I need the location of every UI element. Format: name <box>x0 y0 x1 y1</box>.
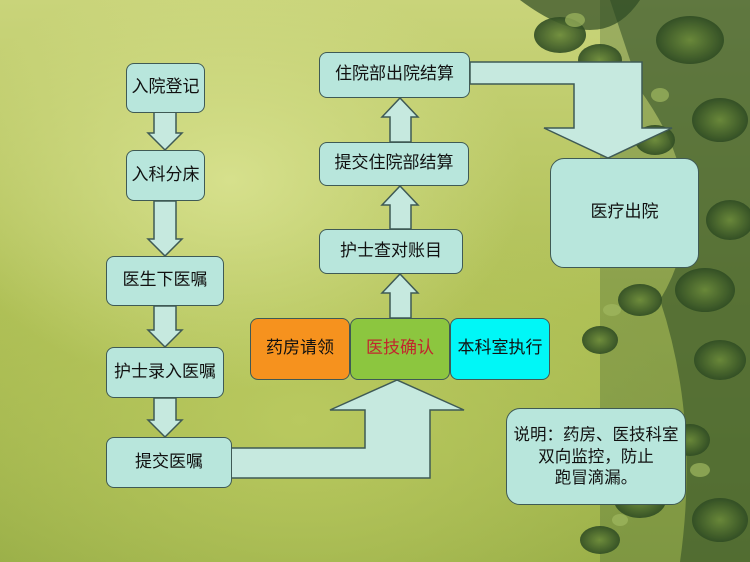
box-dept-execute: 本科室执行 <box>450 318 550 380</box>
arrow-down-4 <box>146 397 184 439</box>
box-tech-confirm: 医技确认 <box>350 318 450 380</box>
arrow-settlement-to-discharge <box>469 61 673 159</box>
box-nurse-entry: 护士录入医嘱 <box>106 347 224 398</box>
arrow-down-3 <box>146 305 184 349</box>
box-admission: 入院登记 <box>126 63 205 113</box>
box-submit-settlement: 提交住院部结算 <box>319 142 469 186</box>
arrow-up-1 <box>380 272 420 319</box>
box-doctor-order: 医生下医嘱 <box>106 256 224 306</box>
box-submit-order: 提交医嘱 <box>106 437 232 488</box>
box-discharge-settlement: 住院部出院结算 <box>319 52 470 98</box>
box-pharmacy-request: 药房请领 <box>250 318 350 380</box>
box-discharge: 医疗出院 <box>550 158 699 268</box>
arrow-up-2 <box>380 184 420 230</box>
box-nurse-check: 护士查对账目 <box>319 229 463 274</box>
box-bed-assignment: 入科分床 <box>126 150 205 201</box>
arrow-up-3 <box>380 96 420 143</box>
note-box: 说明：药房、医技科室 双向监控，防止 跑冒滴漏。 <box>506 408 686 505</box>
arrow-down-2 <box>146 200 184 258</box>
arrow-down-1 <box>146 111 184 152</box>
arrow-submit-to-execute <box>229 379 465 479</box>
